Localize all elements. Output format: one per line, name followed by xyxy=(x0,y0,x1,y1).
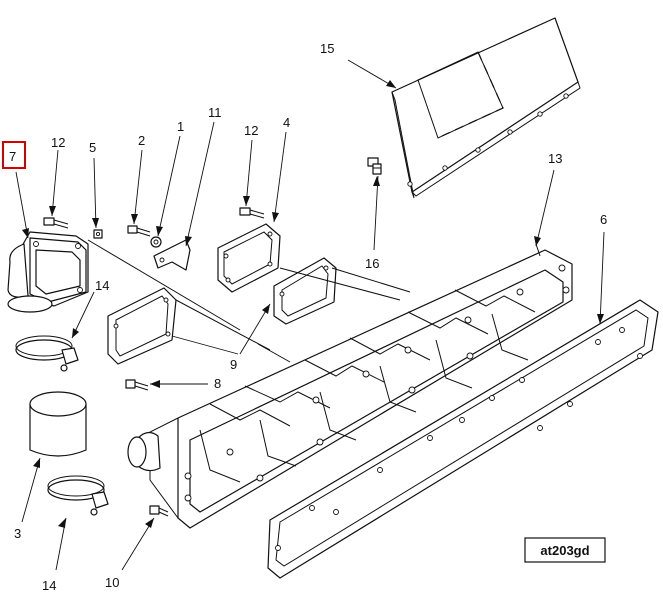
part-12-bolt-right xyxy=(239,207,265,219)
highlight-box xyxy=(2,141,26,169)
part-13-intake-manifold xyxy=(127,249,573,529)
part-1-washer xyxy=(150,236,162,248)
reference-code-box: at203gd xyxy=(524,537,606,563)
leader-lines xyxy=(15,59,605,571)
callout-12-left: 12 xyxy=(51,135,65,150)
callout-labels: 15 16 13 6 12 5 2 1 11 12 4 14 9 8 3 14 … xyxy=(14,41,607,593)
callout-15: 15 xyxy=(320,41,334,56)
callout-12-right: 12 xyxy=(244,123,258,138)
callout-3: 3 xyxy=(14,526,21,541)
callout-13: 13 xyxy=(548,151,562,166)
callout-7: 7 xyxy=(9,149,16,164)
part-9-gasket-right xyxy=(273,257,337,325)
reference-code: at203gd xyxy=(540,543,589,558)
callout-5: 5 xyxy=(89,140,96,155)
callout-10: 10 xyxy=(105,575,119,590)
callout-14-upper: 14 xyxy=(95,278,109,293)
part-14-clamp-lower xyxy=(47,475,109,516)
callout-7-highlight[interactable]: 7 xyxy=(2,141,26,169)
part-9-gasket-left xyxy=(107,287,177,365)
part-8-bolt xyxy=(125,379,149,391)
part-12-bolt-left xyxy=(43,217,69,229)
callout-2: 2 xyxy=(138,133,145,148)
part-15-heat-shield xyxy=(391,17,581,199)
part-16-bolt xyxy=(367,157,382,175)
callout-9: 9 xyxy=(230,357,237,372)
part-4-cover-plate xyxy=(217,223,281,293)
callout-16: 16 xyxy=(365,256,379,271)
callout-6: 6 xyxy=(600,212,607,227)
callout-8: 8 xyxy=(214,376,221,391)
part-2-bolt xyxy=(127,225,151,237)
assembly-lines xyxy=(87,239,541,363)
part-7-inlet-elbow xyxy=(7,231,89,313)
part-10-bolt xyxy=(149,505,169,517)
callout-14-lower: 14 xyxy=(42,578,56,593)
callout-1: 1 xyxy=(177,119,184,134)
part-3-hose xyxy=(29,391,87,457)
callout-4: 4 xyxy=(283,115,290,130)
part-5-nut xyxy=(93,229,103,239)
callout-11: 11 xyxy=(208,105,222,120)
part-6-manifold-gasket xyxy=(267,299,659,579)
part-14-clamp-upper xyxy=(15,335,79,372)
